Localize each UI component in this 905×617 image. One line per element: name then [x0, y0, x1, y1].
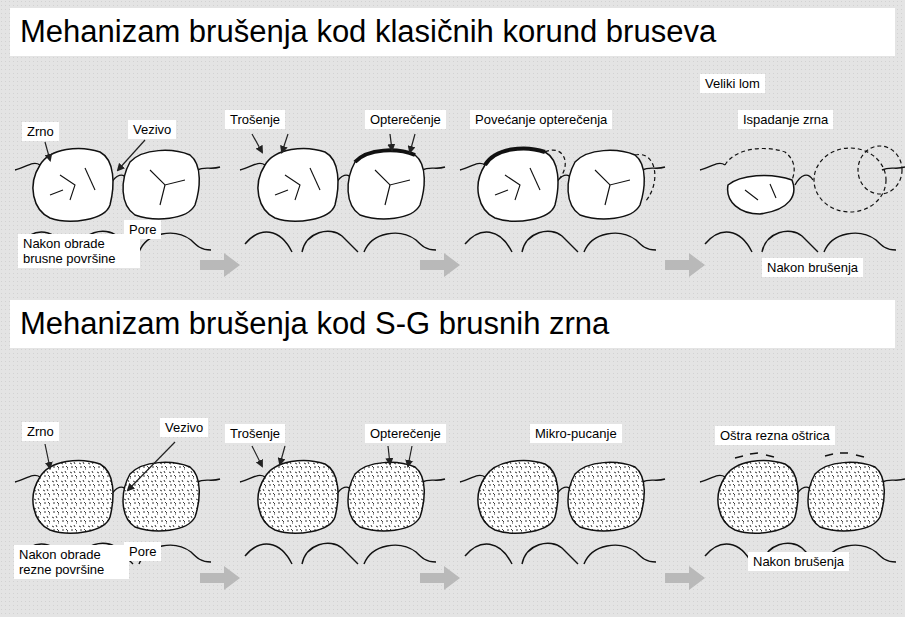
label-box: Nakon brušenja	[762, 258, 863, 277]
label-text: Trošenje	[230, 426, 280, 441]
label-text: Pore	[129, 544, 156, 559]
label-text: Veliki lom	[705, 76, 760, 91]
sg-step-arrows	[200, 566, 705, 590]
label-box: Pore	[124, 542, 161, 561]
title-band: Mehanizam brušenja kod S-G brusnih zrna	[10, 300, 895, 348]
label-box: Opterečenje	[365, 110, 446, 129]
label-box: Nakon obrade rezne površine	[14, 545, 129, 579]
label-box: Veliki lom	[700, 74, 765, 93]
load-arrows	[45, 134, 415, 170]
label-text: Ispadanje zrna	[743, 112, 828, 127]
label-text: Nakon obrade rezne površine	[19, 547, 104, 577]
label-text: Zrno	[27, 124, 54, 139]
sg-load-arrows	[45, 442, 412, 490]
label-text: Mehanizam brušenja kod S-G brusnih zrna	[20, 306, 609, 341]
sg-stage-3	[460, 460, 665, 564]
label-box: Trošenje	[225, 424, 285, 443]
stage-4	[700, 146, 905, 252]
label-box: Zrno	[22, 422, 59, 441]
sg-stage-4	[700, 453, 905, 564]
label-text: Vezivo	[133, 122, 171, 137]
label-box: Trošenje	[225, 110, 285, 129]
label-box: Nakon brušenja	[748, 552, 849, 571]
stage-2	[240, 148, 445, 252]
label-box: Povećanje opterečenja	[470, 110, 612, 129]
label-box: Mikro-pucanje	[530, 424, 622, 443]
label-text: Mikro-pucanje	[535, 426, 617, 441]
label-text: Zrno	[27, 424, 54, 439]
step-arrows	[200, 253, 705, 277]
label-box: Nakon obrade brusne površine	[18, 234, 140, 268]
label-text: Trošenje	[230, 112, 280, 127]
label-box: Ispadanje zrna	[738, 110, 833, 129]
label-text: Povećanje opterečenja	[475, 112, 607, 127]
label-box: Vezivo	[160, 418, 208, 437]
label-box: Vezivo	[128, 120, 176, 139]
label-box: Zrno	[22, 122, 59, 141]
title-band: Mehanizam brušenja kod klasičnih korund …	[10, 8, 895, 56]
label-text: Opterečenje	[370, 112, 441, 127]
label-text: Nakon brušenja	[767, 260, 858, 275]
label-text: Nakon brušenja	[753, 554, 844, 569]
label-text: Opterečenje	[370, 426, 441, 441]
label-text: Nakon obrade brusne površine	[23, 236, 116, 266]
label-box: Opterečenje	[365, 424, 446, 443]
sg-stage-2	[240, 460, 445, 564]
stage-3	[460, 148, 665, 252]
label-box: Oštra rezna oštrica	[715, 426, 835, 445]
label-text: Mehanizam brušenja kod klasičnih korund …	[20, 14, 716, 49]
label-text: Vezivo	[165, 420, 203, 435]
label-text: Oštra rezna oštrica	[720, 428, 830, 443]
